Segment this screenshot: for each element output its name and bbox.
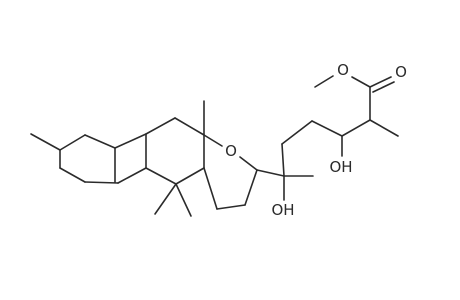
bond	[244, 169, 258, 206]
atom-label: OH	[271, 201, 294, 219]
carbonyl-oxygen: O	[395, 63, 407, 81]
bond	[175, 167, 205, 185]
bond	[84, 181, 119, 184]
bond	[145, 117, 176, 135]
hydroxyl-tertiary: OH	[271, 201, 294, 219]
bond	[117, 167, 147, 184]
atom-label: OH	[329, 158, 352, 176]
bond	[216, 204, 246, 210]
bond	[281, 120, 313, 145]
ring-oxygen: O	[225, 142, 237, 160]
bond	[59, 134, 86, 151]
bond	[84, 134, 116, 149]
bond	[30, 133, 61, 151]
atom-labels: O O O OH OH	[225, 61, 407, 219]
bond	[351, 76, 371, 88]
bond	[369, 76, 392, 88]
bond	[145, 167, 177, 185]
bond	[59, 167, 86, 183]
bond	[369, 119, 399, 137]
bond	[114, 133, 147, 149]
bond	[203, 134, 223, 147]
bond	[174, 117, 205, 136]
ester-ether-oxygen: O	[337, 61, 349, 79]
hydroxyl-chain: OH	[329, 158, 352, 176]
atom-label: O	[225, 142, 237, 160]
bond	[341, 119, 371, 137]
bond	[281, 143, 285, 177]
bonds	[30, 75, 399, 217]
bond	[175, 183, 192, 217]
atom-label: O	[395, 63, 407, 81]
bond	[203, 167, 218, 210]
bond	[314, 75, 334, 88]
bond	[154, 183, 177, 215]
atom-label: O	[337, 61, 349, 79]
bond	[311, 120, 343, 137]
bond	[239, 156, 258, 171]
bond	[256, 169, 285, 177]
bond	[372, 81, 395, 93]
